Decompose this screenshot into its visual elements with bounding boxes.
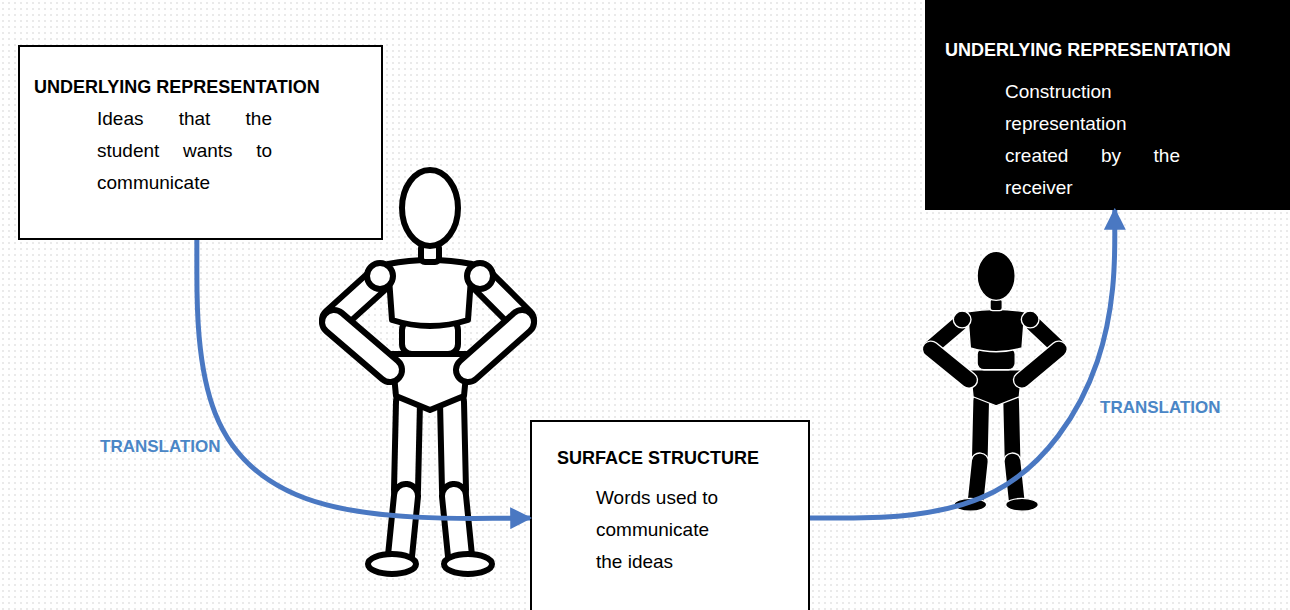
surface-box: SURFACE STRUCTURE Words used to communica… xyxy=(530,420,810,610)
idea-box: UNDERLYING REPRESENTATION Ideas that the … xyxy=(18,45,383,240)
box-body: Construction representation created by t… xyxy=(1005,76,1180,204)
box-heading: SURFACE STRUCTURE xyxy=(557,447,807,469)
box-body: Ideas that the student wants to communic… xyxy=(97,103,272,199)
box-heading: UNDERLYING REPRESENTATION xyxy=(945,39,1285,61)
translation-arrow xyxy=(810,210,1115,518)
translation-arrow xyxy=(197,240,530,518)
receiver-box: UNDERLYING REPRESENTATION Construction re… xyxy=(925,0,1290,210)
box-body: Words used to communicate the ideas xyxy=(596,482,736,578)
edge-label: TRANSLATION xyxy=(1100,398,1221,418)
receiver-mannequin xyxy=(931,251,1059,511)
edge-label: TRANSLATION xyxy=(100,437,221,457)
box-heading: UNDERLYING REPRESENTATION xyxy=(34,76,374,98)
